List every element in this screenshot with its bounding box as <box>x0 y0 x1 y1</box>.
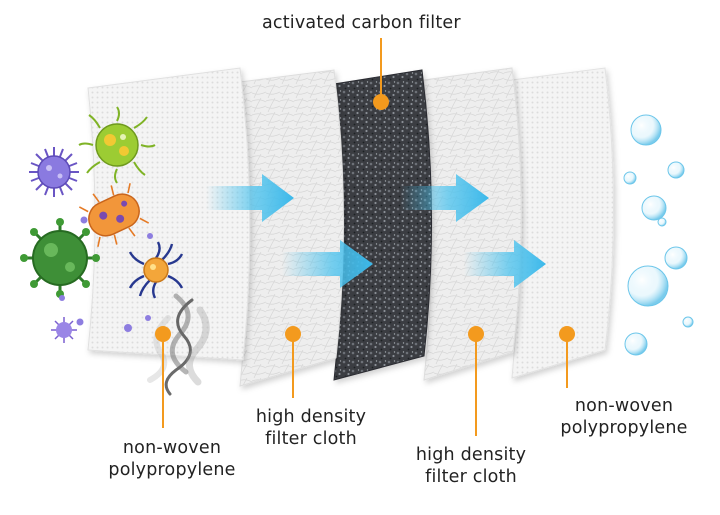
orange-bacteria-icon <box>78 183 150 247</box>
label-outer-left-layer: non-woven polypropylene <box>92 437 252 481</box>
label-line-1: non-woven <box>122 438 222 458</box>
label-activated-carbon-filter: activated carbon filter <box>262 12 498 34</box>
label-line-1: non-woven <box>574 396 674 416</box>
airflow-arrows <box>206 174 546 288</box>
bubble-icon <box>682 316 694 328</box>
bubble-icon <box>667 161 685 179</box>
label-line-2: filter cloth <box>425 467 517 487</box>
small-virus-icon <box>51 317 77 343</box>
label-line-2: polypropylene <box>560 418 688 438</box>
bubbles <box>623 114 694 356</box>
bubble-icon <box>627 265 669 307</box>
bubble-icon <box>630 114 662 146</box>
arrow-icon <box>282 240 373 288</box>
label-second-density-layer: high density filter cloth <box>398 444 544 488</box>
label-text: activated carbon filter <box>262 13 461 33</box>
arrow-icon <box>464 240 546 288</box>
bubble-icon <box>624 332 648 356</box>
marker-carbon <box>373 94 389 110</box>
marker-outer-right <box>559 326 575 342</box>
purple-virus-icon <box>29 147 79 197</box>
marker-density-first <box>285 326 301 342</box>
bubble-icon <box>657 217 667 227</box>
layer-activated-carbon <box>333 69 433 381</box>
green-virus-icon <box>20 218 100 298</box>
arrow-icon <box>206 174 294 222</box>
blue-germ-icon <box>128 241 184 299</box>
markers <box>155 94 575 342</box>
label-outer-right-layer: non-woven polypropylene <box>544 395 704 439</box>
bubble-icon <box>623 171 637 185</box>
green-bacteria-icon <box>78 106 156 184</box>
label-line-1: high density <box>415 445 527 465</box>
marker-outer-left <box>155 326 171 342</box>
marker-density-second <box>468 326 484 342</box>
label-line-2: filter cloth <box>265 429 357 449</box>
bubble-icon <box>641 195 667 221</box>
callouts <box>162 38 568 436</box>
arrow-icon <box>400 174 489 222</box>
label-first-density-layer: high density filter cloth <box>238 406 384 450</box>
label-line-1: high density <box>255 407 367 427</box>
label-line-2: polypropylene <box>108 460 236 480</box>
particle-icon <box>59 216 153 332</box>
bubble-icon <box>664 246 688 270</box>
